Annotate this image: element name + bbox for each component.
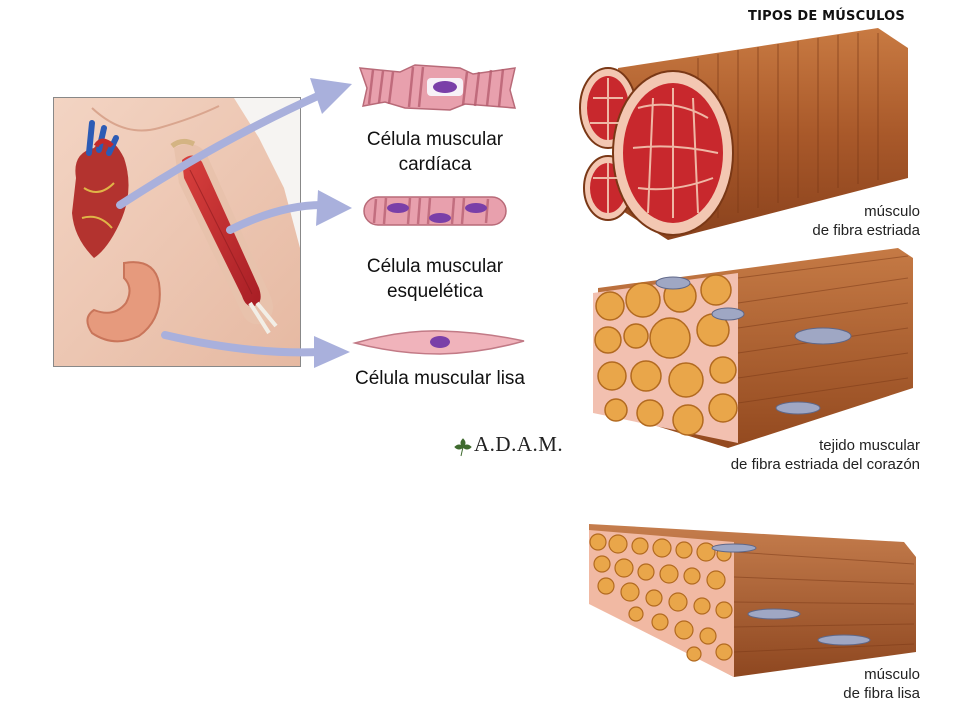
cardiac-cell-image: [358, 64, 517, 111]
diagram-title: TIPOS DE MÚSCULOS: [748, 9, 905, 24]
striated-muscle-label: músculo de fibra estriada: [680, 202, 920, 240]
skeletal-cell-image: [363, 196, 507, 226]
skeletal-cell-label-line1: Célula muscular: [366, 256, 504, 277]
arrow-to-cardiac-cell: [116, 91, 324, 209]
smooth-muscle-label-line2: de fibra lisa: [843, 685, 920, 702]
arrowhead-skeletal: [316, 190, 352, 226]
striated-muscle-label-line1: músculo: [864, 203, 920, 220]
skeletal-cell-label: Célula muscular esquelética: [330, 254, 540, 304]
arm-icon: [170, 138, 278, 335]
striated-muscle-image: [579, 28, 908, 240]
heart-icon: [72, 120, 129, 258]
skeletal-cell-label-line2: esquelética: [386, 281, 484, 302]
adam-logo-text: A.D.A.M.: [474, 432, 564, 456]
cardiac-tissue-label-line2: de fibra estriada del corazón: [730, 456, 920, 473]
stomach-icon: [86, 261, 161, 343]
cardiac-tissue-image: [593, 248, 913, 448]
torso-illustration: [54, 98, 300, 366]
arrow-to-smooth-cell: [161, 331, 324, 357]
smooth-muscle-label-line1: músculo: [864, 666, 920, 683]
arrow-to-skeletal-cell: [226, 201, 326, 234]
smooth-cell-image: [352, 330, 525, 355]
cardiac-cell-label-line1: Célula muscular: [366, 129, 504, 150]
cardiac-cell-label: Célula muscular cardíaca: [330, 127, 540, 177]
arrowhead-cardiac: [310, 78, 352, 114]
striated-muscle-label-line2: de fibra estriada: [812, 222, 920, 239]
nucleus-icon: [433, 81, 457, 93]
cardiac-tissue-label-line1: tejido muscular: [819, 437, 920, 454]
smooth-muscle-image: [589, 524, 916, 677]
smooth-cell-label-line1: Célula muscular lisa: [354, 368, 525, 389]
anatomy-panel: [53, 97, 301, 367]
smooth-cell-label: Célula muscular lisa: [330, 366, 550, 391]
leaf-logo-icon: [454, 438, 472, 457]
smooth-muscle-label: músculo de fibra lisa: [680, 665, 920, 703]
arrowhead-smooth: [314, 336, 350, 368]
adam-logo: A.D.A.M.: [452, 432, 572, 462]
cardiac-tissue-label: tejido muscular de fibra estriada del co…: [640, 436, 920, 474]
cardiac-cell-label-line2: cardíaca: [398, 154, 472, 175]
